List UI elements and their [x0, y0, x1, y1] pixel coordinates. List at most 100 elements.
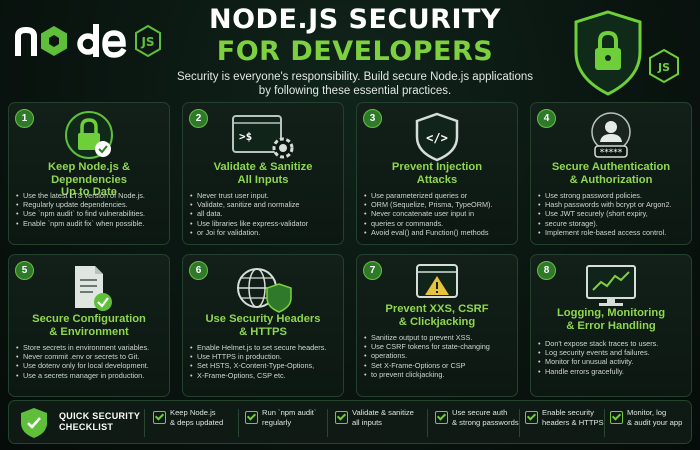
divider [238, 409, 239, 437]
bullet-item: Store secrets in environment variables. [15, 343, 165, 352]
bullet-item: Hash passwords with bcrypt or Argon2. [537, 200, 687, 209]
monitor-chart-icon [586, 265, 636, 306]
practice-card-1: 1 Keep Node.js & Dependencies Up to Date… [8, 102, 170, 245]
checklist-item: Validate & sanitize all inputs [335, 408, 414, 438]
card-bullets: Use parameterized queries or ORM (Sequel… [363, 191, 513, 237]
card-number-badge: 4 [537, 109, 556, 128]
card-title: Prevent XXS, CSRF & Clickjacking [385, 303, 489, 328]
card-title: Prevent Injection Attacks [391, 161, 483, 186]
bullet-item: Enable `npm audit fix` when possible. [15, 219, 165, 228]
bullet-item: Validate, sanitize and normalize [189, 200, 339, 209]
card-title: Secure Authentication & Authorization [551, 161, 671, 186]
card-bullets: Don't expose stack traces to users. Log … [537, 339, 687, 376]
bullet-item: Never concatenate user input in [363, 209, 513, 218]
warning-browser-icon [416, 264, 458, 298]
quick-security-checklist: QUICK SECURITY CHECKLIST Keep Node.js & … [8, 400, 692, 444]
bullet-item: Use CSRF tokens for state-changing [363, 342, 513, 351]
page-title-line2: FOR DEVELOPERS [216, 36, 494, 67]
bullet-item: Handle errors gracefully. [537, 367, 687, 376]
page-title-line1: NODE.JS SECURITY [209, 4, 501, 35]
lock-check-icon [65, 111, 113, 159]
divider [604, 409, 605, 437]
checkbox-checked-icon [153, 411, 166, 424]
bullet-item: Use libraries like express-validator [189, 219, 339, 228]
practice-card-5: 5 Secure Configuration & Environment Sto… [8, 254, 170, 397]
page-subtitle: Security is everyone's responsibility. B… [170, 70, 540, 98]
bullet-item: all data. [189, 209, 339, 218]
bullet-item: Sanitize output to prevent XSS. [363, 333, 513, 342]
bullet-item: Use dotenv only for local development. [15, 361, 165, 370]
subtitle-line2: by following these essential practices. [258, 85, 452, 97]
bullet-item: Enable Helmet.js to set secure headers. [189, 343, 339, 352]
globe-shield-icon [237, 268, 292, 313]
bullet-item: Use the latest LTS version of Node.js. [15, 191, 165, 200]
shield-check-icon [21, 408, 47, 438]
practices-grid: 1 Keep Node.js & Dependencies Up to Date… [8, 102, 692, 397]
svg-text:</>: </> [426, 131, 448, 145]
svg-text:JS: JS [657, 61, 670, 74]
card-title: Validate & Sanitize All Inputs [213, 161, 313, 186]
checkbox-checked-icon [245, 411, 258, 424]
bullet-item: Never commit .env or secrets to Git. [15, 352, 165, 361]
card-bullets: Use strong password policies. Hash passw… [537, 191, 687, 237]
bullet-item: operations. [363, 351, 513, 360]
card-number-badge: 1 [15, 109, 34, 128]
svg-text:>$: >$ [239, 130, 252, 143]
bullet-item: queries or commands. [363, 219, 513, 228]
card-number-badge: 2 [189, 109, 208, 128]
practice-card-6: 6 Use Security Headers & HTTPS Enable He… [182, 254, 344, 397]
user-password-icon: ***** [591, 112, 631, 158]
card-number-badge: 8 [537, 261, 556, 280]
bullet-item: Use strong password policies. [537, 191, 687, 200]
card-bullets: Use the latest LTS version of Node.js. R… [15, 191, 165, 228]
subtitle-line1: Security is everyone's responsibility. B… [176, 71, 534, 83]
shield-lock-hero-icon: JS [574, 10, 679, 96]
card-number-badge: 5 [15, 261, 34, 280]
bullet-item: ORM (Sequelize, Prisma, TypeORM). [363, 200, 513, 209]
checkbox-checked-icon [610, 411, 623, 424]
bullet-item: Use JWT securely (short expiry, [537, 209, 687, 218]
bullet-item: Set HSTS, X-Content-Type-Options, [189, 361, 339, 370]
bullet-item: Avoid eval() and Function() methods [363, 228, 513, 237]
practice-card-3: 3 </> Prevent Injection Attacks Use para… [356, 102, 518, 245]
bullet-item: Use parameterized queries or [363, 191, 513, 200]
bullet-item: Set X-Frame-Options or CSP [363, 361, 513, 370]
checkbox-checked-icon [525, 411, 538, 424]
checklist-item: Run `npm audit` regularly [245, 408, 316, 438]
checklist-item: Use secure auth & strong passwords [435, 408, 519, 438]
bullet-item: to prevent clickjacking. [363, 370, 513, 379]
practice-card-8: 8 Logging, Monitoring & Error Handling D… [530, 254, 692, 397]
svg-text:JS: JS [140, 35, 154, 49]
practice-card-2: 2 >$ Validate & Sanitize All Inputs Neve… [182, 102, 344, 245]
bullet-item: Use HTTPS in production. [189, 352, 339, 361]
divider [327, 409, 328, 437]
bullet-item: secure storage). [537, 219, 687, 228]
card-title: Logging, Monitoring & Error Handling [556, 307, 666, 332]
checklist-title: QUICK SECURITY CHECKLIST [59, 411, 141, 432]
bullet-item: X-Frame-Options, CSP etc. [189, 371, 339, 380]
card-bullets: Store secrets in environment variables. … [15, 343, 165, 380]
card-bullets: Enable Helmet.js to set secure headers. … [189, 343, 339, 380]
bullet-item: Use a secrets manager in production. [15, 371, 165, 380]
divider [519, 409, 520, 437]
practice-card-4: 4 ***** Secure Authentication & Authoriz… [530, 102, 692, 245]
checkbox-checked-icon [335, 411, 348, 424]
checklist-item: Keep Node.js & deps updated [153, 408, 223, 438]
bullet-item: Never trust user input. [189, 191, 339, 200]
nodejs-logo-icon: JS [15, 24, 161, 58]
divider [144, 409, 145, 437]
terminal-gear-icon: >$ [232, 115, 294, 159]
practice-card-7: 7 Prevent XXS, CSRF & Clickjacking Sanit… [356, 254, 518, 397]
card-title: Use Security Headers & HTTPS [205, 313, 321, 338]
bullet-item: Log security events and failures. [537, 348, 687, 357]
bullet-item: Don't expose stack traces to users. [537, 339, 687, 348]
svg-text:*****: ***** [600, 148, 623, 158]
bullet-item: Regularly update dependencies. [15, 200, 165, 209]
card-bullets: Sanitize output to prevent XSS. Use CSRF… [363, 333, 513, 379]
card-number-badge: 7 [363, 261, 382, 280]
code-shield-icon: </> [415, 112, 459, 162]
card-number-badge: 3 [363, 109, 382, 128]
bullet-item: Use `npm audit` to find vulnerabilities. [15, 209, 165, 218]
bullet-item: or Joi for validation. [189, 228, 339, 237]
card-title: Secure Configuration & Environment [32, 313, 146, 338]
